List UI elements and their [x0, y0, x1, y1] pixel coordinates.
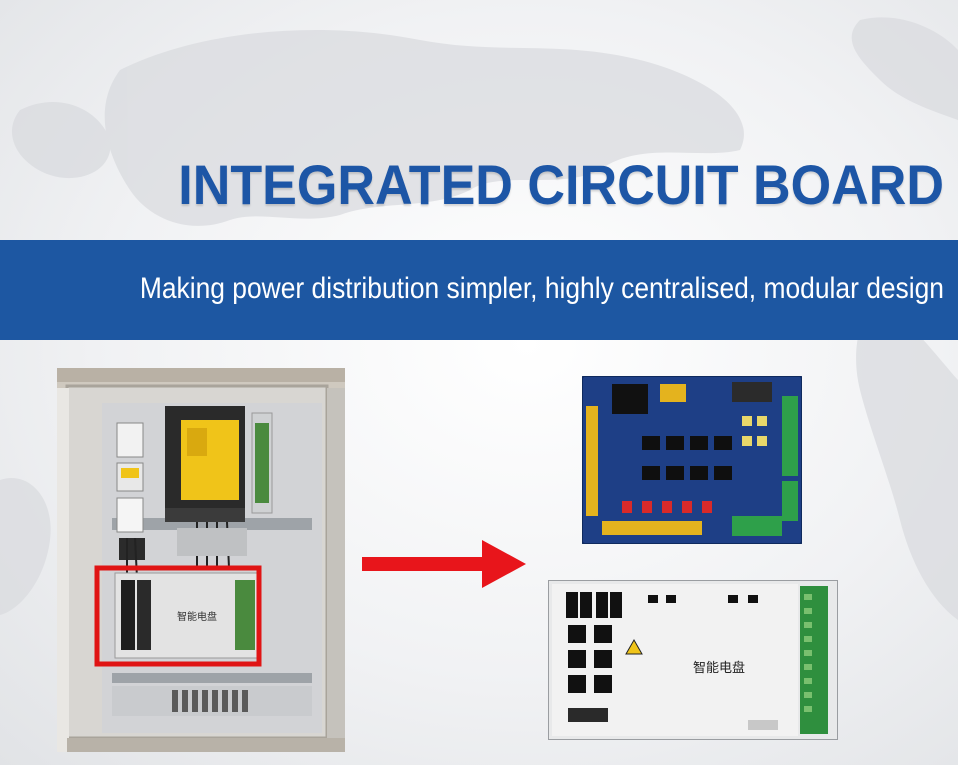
right-arrow-icon [362, 540, 526, 588]
subtitle-banner: Making power distribution simpler, highl… [0, 240, 958, 340]
high-voltage-warning-icon [625, 638, 643, 655]
cabinet-board-label: 智能电盘 [177, 610, 217, 623]
blue-control-pcb [582, 376, 802, 544]
subtitle-text: Making power distribution simpler, highl… [139, 272, 945, 305]
electrical-cabinet-photo: 智能电盘 [57, 368, 345, 752]
integrated-board-module: 智能电盘 [548, 580, 838, 740]
highlight-box [94, 565, 262, 667]
page-title: INTEGRATED CIRCUIT BOARD [178, 153, 945, 216]
board-label: 智能电盘 [693, 660, 745, 676]
